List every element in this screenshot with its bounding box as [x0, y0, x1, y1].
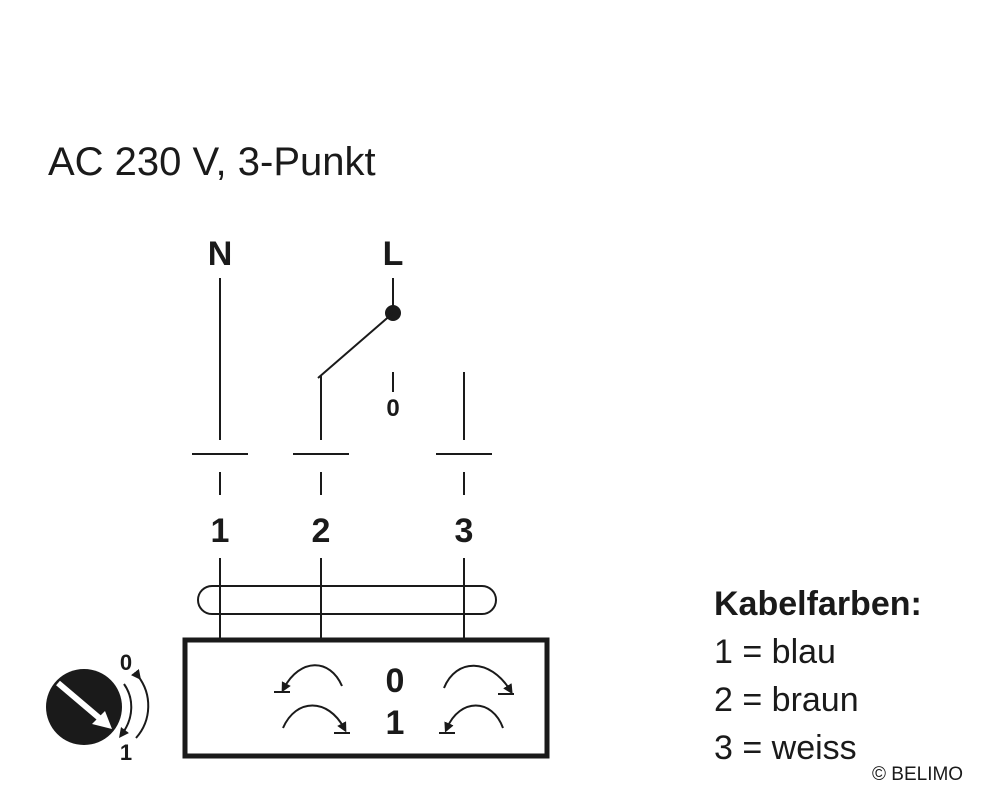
label-switch-zero: 0: [386, 395, 399, 422]
label-actuator-0: 0: [386, 662, 405, 700]
legend-heading: Kabelfarben:: [714, 585, 922, 623]
label-terminal-1: 1: [211, 512, 230, 550]
diagram-title: AC 230 V, 3-Punkt: [48, 140, 376, 184]
rotation-arrow-cw-top-right: [443, 664, 513, 695]
actuator-box: [182, 637, 550, 759]
rotation-arrow-cw-bottom-left: [282, 704, 347, 733]
rotation-arrow-ccw-bottom-right: [444, 704, 504, 733]
knob-pointer-head: [92, 711, 112, 729]
label-terminal-2: 2: [312, 512, 331, 550]
cable-sheath: [197, 585, 497, 615]
knob-pointer: [56, 680, 106, 725]
label-knob-1: 1: [120, 740, 132, 765]
label-neutral: N: [208, 235, 233, 273]
knob-arc-inner: [119, 683, 133, 739]
legend-item: 3 = weiss: [714, 729, 857, 767]
legend-item: 1 = blau: [714, 633, 836, 671]
rotation-arrow-ccw-top-left: [281, 664, 343, 693]
label-terminal-3: 3: [455, 512, 474, 550]
cable-color-legend: Kabelfarben: 1 = blau 2 = braun 3 = weis…: [714, 580, 922, 772]
label-line: L: [383, 235, 404, 273]
knob-arc-outer: [130, 668, 150, 739]
switch-lever: [317, 312, 394, 379]
legend-item: 2 = braun: [714, 681, 859, 719]
copyright-notice: © BELIMO: [872, 764, 964, 785]
label-knob-0: 0: [120, 650, 132, 675]
label-actuator-1: 1: [386, 704, 405, 742]
